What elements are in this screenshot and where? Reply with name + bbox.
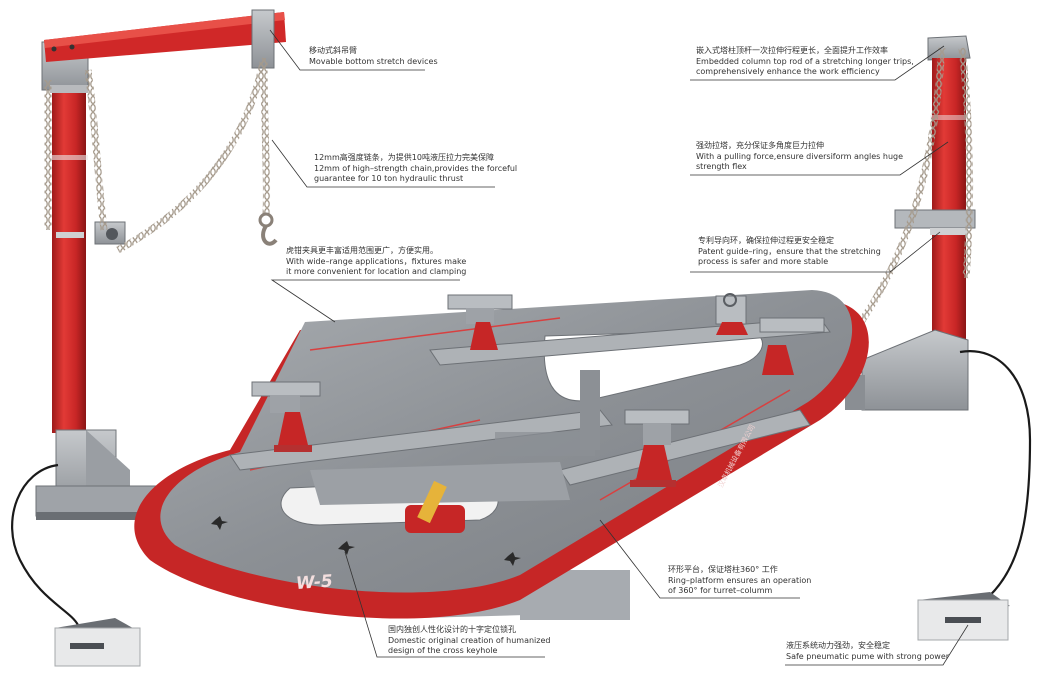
callout-en: Movable bottom stretch devices — [309, 56, 438, 66]
callout-cn: 12mm高强度链条，为提供10吨液压拉力完美保障 — [314, 153, 494, 162]
right-chains — [839, 47, 973, 351]
callout-en: With wide–range applications，fixtures ma… — [286, 256, 467, 266]
left-pump — [54, 618, 141, 667]
callout-cn: 移动式斜吊臂 — [309, 46, 357, 55]
callout-en: design of the cross keyhole — [388, 646, 498, 655]
callout-en: Domestic original creation of humanized — [388, 635, 551, 645]
callout-ring-platform: 环形平台，保证塔柱360° 工作 Ring–platform ensures a… — [668, 565, 811, 597]
callout-en: Patent guide–ring，ensure that the stretc… — [698, 246, 881, 256]
callout-cn: 液压系统动力强劲，安全稳定 — [786, 641, 890, 650]
callout-cn: 强劲拉塔，充分保证多角度巨力拉伸 — [696, 141, 824, 150]
callout-en: strength flex — [696, 162, 747, 171]
callout-fixtures: 虎钳夹具更丰富适用范围更广，方便实用。 With wide–range appl… — [286, 246, 466, 278]
left-tower — [35, 41, 177, 520]
callout-cn: 环形平台，保证塔柱360° 工作 — [668, 565, 778, 574]
hydraulic-hoses — [11, 350, 1032, 626]
callout-chain: 12mm高强度链条，为提供10吨液压拉力完美保障 12mm of high–st… — [314, 153, 517, 185]
left-chains — [44, 57, 271, 254]
leader-lines — [269, 29, 969, 666]
callout-top-rod: 嵌入式塔柱顶杆一次拉伸行程更长，全面提升工作效率 Embedded column… — [696, 46, 914, 78]
ring-platform — [134, 290, 869, 620]
callout-en: of 360° for turret–columm — [668, 586, 773, 595]
callout-en: comprehensively enhance the work efficie… — [696, 67, 880, 76]
callout-en: 12mm of high–strength chain,provides the… — [314, 163, 518, 173]
right-tower — [845, 35, 976, 411]
callout-pulling-force: 强劲拉塔，充分保证多角度巨力拉伸 With a pulling force,en… — [696, 141, 903, 173]
callout-en: process is safer and more stable — [698, 257, 829, 266]
callout-en: guarantee for 10 ton hydraulic thrust — [314, 174, 464, 183]
right-pump — [917, 592, 1010, 641]
callout-cn: 专利导向环，确保拉伸过程更安全稳定 — [698, 236, 834, 245]
callout-guide-ring: 专利导向环，确保拉伸过程更安全稳定 Patent guide–ring，ensu… — [698, 236, 881, 268]
callout-en: Safe pneumatic pume with strong power — [786, 651, 950, 661]
callout-en: Embedded column top rod of a stretching … — [696, 56, 914, 66]
callout-cn: 虎钳夹具更丰富适用范围更广，方便实用。 — [286, 246, 438, 255]
callout-en: With a pulling force,ensure diversiform … — [696, 151, 904, 161]
callout-stretch-devices: 移动式斜吊臂 Movable bottom stretch devices — [309, 46, 438, 67]
platform-clamps — [251, 293, 825, 487]
callout-pump: 液压系统动力强劲，安全稳定 Safe pneumatic pume with s… — [786, 641, 949, 662]
callout-en: it more convenient for location and clam… — [286, 267, 467, 276]
callout-keyhole: 国内独创人性化设计的十字定位锁孔 Domestic original creat… — [388, 625, 550, 657]
model-badge: W-5 — [295, 571, 333, 594]
chain-hook — [258, 212, 278, 246]
callout-en: Ring–platform ensures an operation — [668, 575, 812, 585]
movable-stretch-arm — [44, 9, 286, 245]
callout-cn: 国内独创人性化设计的十字定位锁孔 — [388, 625, 516, 634]
callout-cn: 嵌入式塔柱顶杆一次拉伸行程更长，全面提升工作效率 — [696, 46, 888, 55]
